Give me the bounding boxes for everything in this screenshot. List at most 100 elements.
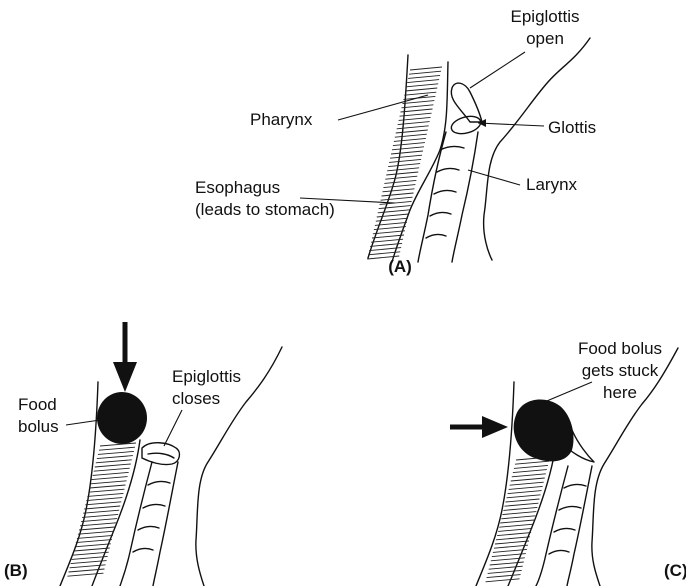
- hatch-line: [409, 71, 441, 74]
- hatch-line: [90, 485, 126, 488]
- hatch-line: [499, 524, 533, 527]
- hatch-line: [509, 486, 543, 489]
- label-food-b: Food: [18, 395, 57, 414]
- panel-c: Food bolus gets stuck here (C): [450, 339, 686, 586]
- hatch-line: [67, 573, 103, 576]
- hatch-line: [377, 214, 409, 217]
- hatch-line: [515, 461, 549, 464]
- hatch-line: [401, 105, 433, 108]
- label-pharynx-a: Pharynx: [250, 110, 313, 129]
- hatch-line: [390, 155, 422, 158]
- hatch-line: [408, 75, 440, 78]
- hatch-line: [488, 570, 522, 573]
- cartilage-ring: [143, 504, 165, 508]
- label-larynx-a: Larynx: [526, 175, 578, 194]
- hatch-line: [389, 159, 421, 162]
- hatch-line: [69, 569, 105, 572]
- hatch-line: [384, 180, 416, 183]
- label-here-c: here: [603, 383, 637, 402]
- cartilage-ring: [437, 168, 459, 172]
- hatch-line: [98, 451, 134, 454]
- leader-pharynx-a: [338, 95, 428, 120]
- label-esophagus-a: Esophagus: [195, 178, 280, 197]
- hatch-line: [404, 92, 436, 95]
- hatch-line: [495, 541, 529, 544]
- hatch-line: [94, 468, 130, 471]
- hatch-line: [80, 523, 116, 526]
- cartilage-ring: [430, 212, 451, 216]
- panel-b: Food bolus Epiglottis closes (B): [4, 322, 282, 586]
- cartilage-ring: [549, 550, 569, 554]
- hatch-line: [397, 126, 429, 129]
- hatch-line: [92, 477, 128, 480]
- hatch-line: [393, 143, 425, 146]
- label-epiglottis-a: Epiglottis: [511, 7, 580, 26]
- hatch-line: [394, 138, 426, 141]
- hatch-line: [99, 447, 135, 450]
- hatch-line: [93, 472, 129, 475]
- hatch-line: [494, 545, 528, 548]
- cartilage-ring: [148, 481, 170, 485]
- hatch-line: [82, 514, 118, 517]
- hatch-line: [405, 88, 437, 91]
- hatch-line: [507, 495, 541, 498]
- hatch-line: [78, 531, 114, 534]
- cartilage-ring: [138, 526, 159, 530]
- hatch-line: [378, 210, 410, 213]
- epiglottis-fold-b: [148, 453, 174, 458]
- label-esophagus-sub-a: (leads to stomach): [195, 200, 335, 219]
- caption-b: (B): [4, 561, 28, 580]
- cartilage-ring: [434, 190, 456, 194]
- caption-c: (C): [664, 561, 686, 580]
- leader-food-bolus-c: [542, 382, 592, 403]
- label-epiglottis-open-a: open: [526, 29, 564, 48]
- hatch-line: [514, 465, 548, 468]
- hatch-line: [73, 552, 109, 555]
- hatch-line: [395, 134, 427, 137]
- hatch-line: [391, 151, 423, 154]
- hatch-line: [85, 502, 121, 505]
- pharynx-back-wall-a: [368, 55, 408, 258]
- hatch-line: [386, 172, 418, 175]
- swallow-arrowhead-b: [113, 362, 137, 392]
- hatch-line: [410, 67, 442, 70]
- hatch-line: [385, 176, 417, 179]
- hatch-line: [398, 122, 430, 125]
- cartilage-ring: [133, 548, 153, 552]
- hatch-line: [83, 510, 119, 513]
- hatch-line: [396, 130, 428, 133]
- label-food-bolus-c: Food bolus: [578, 339, 662, 358]
- leader-food-b: [66, 420, 100, 425]
- food-bolus-b: [97, 392, 147, 444]
- hatch-line: [381, 197, 413, 200]
- hatch-line: [487, 575, 521, 578]
- leader-epiglottis-a: [470, 52, 525, 88]
- hatch-line: [500, 520, 534, 523]
- hatch-line: [372, 235, 404, 238]
- hatch-line: [511, 478, 545, 481]
- hatch-line: [84, 506, 120, 509]
- panel-a: Epiglottis open Pharynx Glottis Esophagu…: [195, 7, 596, 276]
- pharynx-hatching-b: [67, 443, 136, 576]
- hatch-line: [91, 481, 127, 484]
- label-gets-stuck-c: gets stuck: [582, 361, 659, 380]
- hatch-line: [76, 540, 112, 543]
- hatch-line: [506, 499, 540, 502]
- leader-larynx-a: [468, 170, 520, 185]
- hatch-line: [96, 460, 132, 463]
- hatch-line: [503, 507, 537, 510]
- hatch-line: [74, 548, 110, 551]
- larynx-tube-right-b: [153, 462, 178, 586]
- hatch-line: [97, 456, 133, 459]
- hatch-line: [382, 189, 414, 192]
- label-epiglottis-b: Epiglottis: [172, 367, 241, 386]
- cartilage-ring: [426, 234, 446, 238]
- larynx-tube-left-c: [536, 466, 568, 586]
- hatch-line: [486, 579, 520, 582]
- leader-epiglottis-b: [164, 410, 182, 446]
- food-bolus-c: [514, 400, 574, 462]
- label-bolus-b: bolus: [18, 417, 59, 436]
- neck-outline-a: [484, 38, 590, 260]
- hatch-line: [388, 164, 420, 167]
